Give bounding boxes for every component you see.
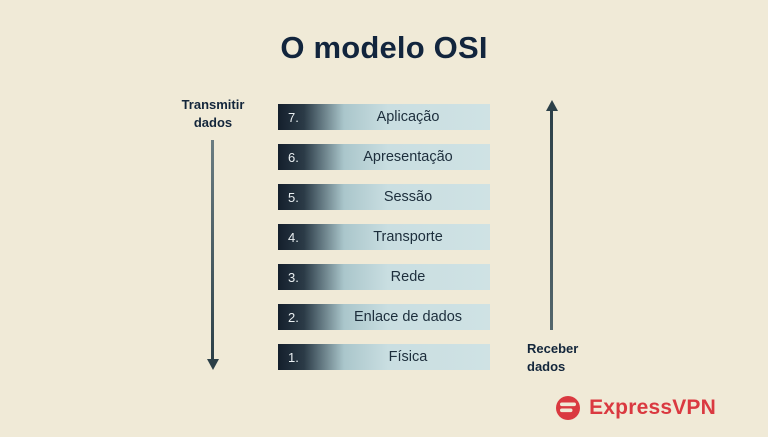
transmit-data-label: Transmitir dados (181, 97, 245, 131)
layer-name: Transporte (373, 229, 443, 245)
layer-name: Aplicação (376, 109, 440, 125)
layer-name: Física (388, 349, 428, 365)
osi-layer-row-7: 7. Aplicação (278, 104, 490, 130)
transmit-down-arrow (206, 140, 219, 370)
layer-number: 5. (288, 189, 299, 205)
expressvpn-logo-icon (555, 395, 581, 421)
osi-layer-row-1: 1. Física (278, 344, 490, 370)
layer-number: 2. (288, 309, 299, 325)
brand-lockup: ExpressVPN (555, 395, 716, 421)
layer-name: Enlace de dados (353, 309, 463, 325)
osi-layer-row-6: 6. Apresentação (278, 144, 490, 170)
osi-layer-stack: 7. Aplicação 6. Apresentação 5. Sessão 4… (278, 104, 490, 370)
layer-number: 7. (288, 109, 299, 125)
osi-layer-row-5: 5. Sessão (278, 184, 490, 210)
layer-number: 6. (288, 149, 299, 165)
layer-name: Sessão (383, 189, 433, 205)
layer-number: 4. (288, 229, 299, 245)
page-title: O modelo OSI (280, 30, 488, 65)
receive-up-arrow (545, 100, 558, 330)
layer-number: 3. (288, 269, 299, 285)
layer-name: Apresentação (363, 149, 453, 165)
layer-name: Rede (390, 269, 426, 285)
osi-layer-row-4: 4. Transporte (278, 224, 490, 250)
osi-layer-row-2: 2. Enlace de dados (278, 304, 490, 330)
brand-wordmark: ExpressVPN (589, 396, 716, 419)
osi-layer-row-3: 3. Rede (278, 264, 490, 290)
receive-data-label: Receber dados (527, 341, 579, 375)
layer-number: 1. (288, 349, 299, 365)
